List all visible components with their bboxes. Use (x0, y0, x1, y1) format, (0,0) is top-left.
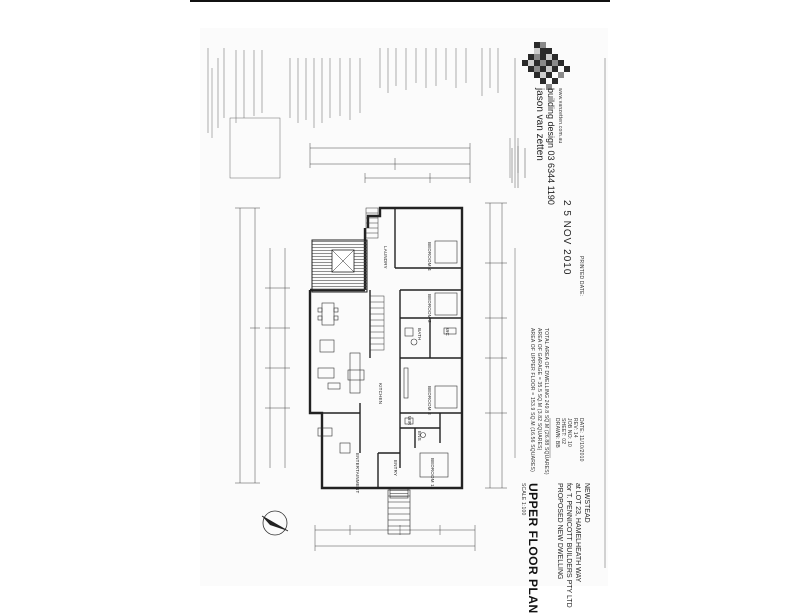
firm-web: www.vanzetten.com.au (557, 88, 563, 144)
room-label-bedroom3: BEDROOM 3 (427, 386, 432, 415)
firm-logo-icon (522, 42, 570, 90)
project-line-3: at LOT 23, HAMELHEATH WAY (574, 483, 581, 583)
legend-notes (511, 146, 526, 188)
sheet-info-5: DATE: 11/10/2010 (578, 418, 584, 462)
dimension-lines-left (235, 207, 290, 484)
entry-steps (387, 487, 411, 535)
room-label-bedroom2: BEDROOM 2 (427, 294, 432, 323)
room-label-bedroom4: BEDROOM 4 (427, 242, 432, 271)
room-label-ens: ENS (417, 431, 422, 441)
notes-block (211, 68, 281, 179)
project-line-4: NEWSTEAD (583, 483, 590, 523)
room-label-bedroom1: BEDROOM 1 (430, 458, 435, 487)
internal-stair (369, 295, 385, 351)
date-stamp: 2 5 NOV 2010 (561, 200, 572, 276)
room-label-laundry: LAUNDRY (383, 246, 388, 269)
room-label-bath: BATH (417, 328, 422, 341)
room-label-entry: ENTRY (393, 460, 398, 477)
drawing-sheet: LAUNDRY BEDROOM 4 BEDROOM 2 BATH WC BEDR… (200, 28, 608, 614)
area-line-3: TOTAL AREA OF DWELLING 249.8 SQ.M (26.88… (543, 328, 549, 475)
top-border-line (190, 0, 610, 2)
firm-name: jason van zetten (534, 88, 545, 161)
title-block (514, 58, 606, 568)
project-line-2: for T. PENNICOTT BUILDERS PTY LTD (565, 483, 572, 608)
deck-hatched (311, 239, 368, 293)
north-arrow-icon (261, 510, 289, 536)
dimension-lines-bottom (314, 525, 476, 551)
area-line-1: AREA OF UPPER FLOOR = 153.9 SQ.M (16.56 … (529, 328, 535, 472)
room-label-wir: WIR (407, 416, 412, 426)
furniture (317, 240, 458, 478)
dimension-lines-right (485, 202, 507, 489)
floor-plan-drawing (207, 42, 606, 568)
room-label-kitchen: KITCHEN (378, 383, 383, 405)
drawing-title: UPPER FLOOR PLAN (526, 483, 540, 614)
room-label-wc: WC (445, 328, 450, 336)
drawing-scale: SCALE 1:100 (520, 483, 526, 516)
dimension-lines-top (309, 143, 471, 183)
date-prefix: PRINTED DATE: (578, 256, 584, 297)
area-line-2: AREA OF GARAGE = 35.5 SQ.M (3.82 SQUARES… (536, 328, 542, 451)
firm-line: building design 03 6344 1190 (546, 88, 556, 205)
upper-stair (365, 207, 379, 239)
room-label-entertainment: ENTERTAINMENT (355, 453, 360, 494)
project-line-1: PROPOSED NEW DWELLING (556, 483, 563, 580)
notes-text-lines (207, 48, 519, 178)
